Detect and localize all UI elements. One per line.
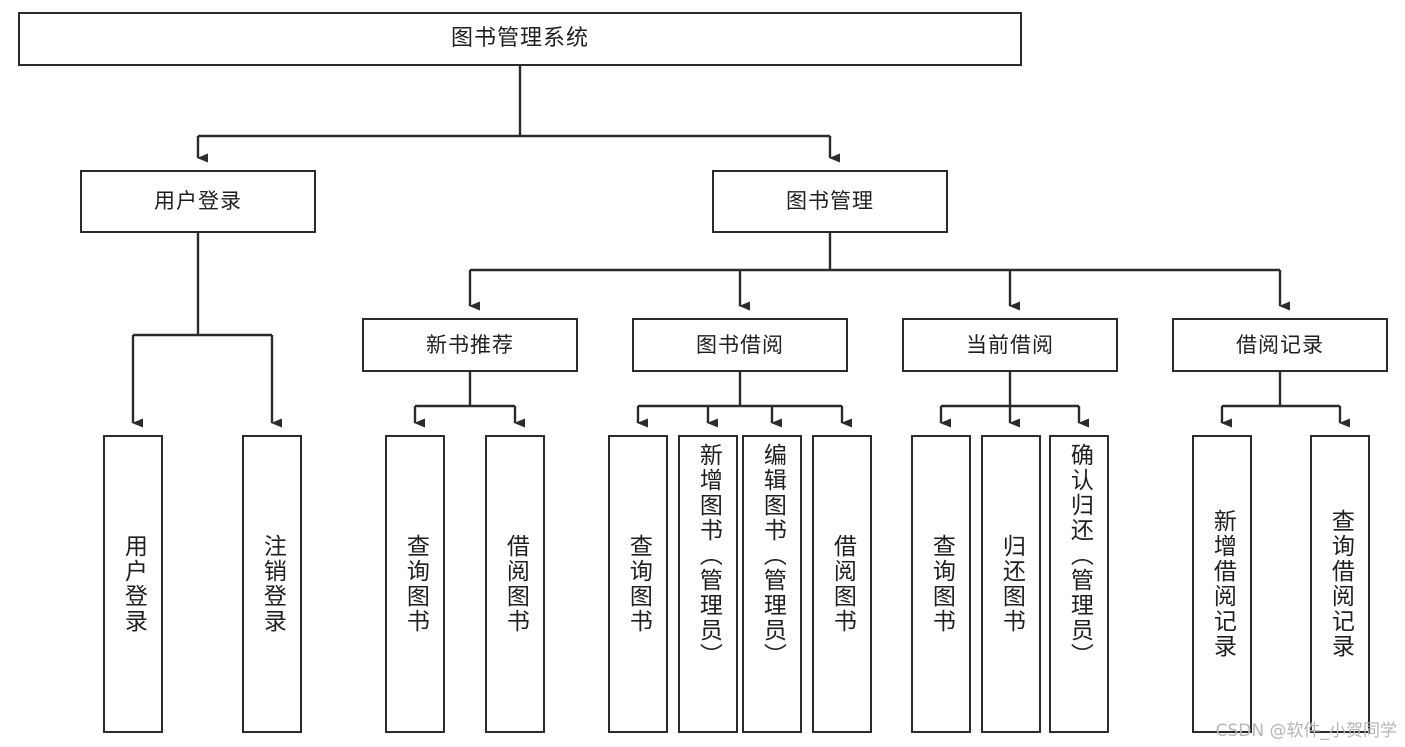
node-label: 借阅图书 xyxy=(502,534,529,634)
node-label: 图书管理系统 xyxy=(450,26,589,52)
leaf-query-book-current[interactable]: 查询图书 xyxy=(911,435,971,733)
node-label: 新增借阅记录 xyxy=(1209,509,1236,659)
leaf-query-book-borrow[interactable]: 查询图书 xyxy=(608,435,668,733)
leaf-logout-login[interactable]: 注销登录 xyxy=(242,435,302,733)
leaf-user-login[interactable]: 用户登录 xyxy=(103,435,163,733)
leaf-borrow-book[interactable]: 借阅图书 xyxy=(812,435,872,733)
node-label: 图书管理 xyxy=(786,189,874,214)
node-label: 借阅图书 xyxy=(829,534,856,634)
node-label: 确认归还（管理员） xyxy=(1066,443,1093,668)
node-new-book-recommend[interactable]: 新书推荐 xyxy=(362,318,578,372)
node-label: 用户登录 xyxy=(120,534,147,634)
node-label: 当前借阅 xyxy=(966,332,1054,357)
leaf-add-borrow-record[interactable]: 新增借阅记录 xyxy=(1192,435,1252,733)
node-borrow-record[interactable]: 借阅记录 xyxy=(1172,318,1388,372)
leaf-borrow-book-recommend[interactable]: 借阅图书 xyxy=(485,435,545,733)
leaf-query-borrow-record[interactable]: 查询借阅记录 xyxy=(1310,435,1370,733)
node-book-management[interactable]: 图书管理 xyxy=(712,170,948,233)
leaf-query-book-recommend[interactable]: 查询图书 xyxy=(385,435,445,733)
node-label: 新增图书（管理员） xyxy=(695,443,722,668)
node-label: 图书借阅 xyxy=(696,332,784,357)
node-label: 查询图书 xyxy=(928,534,955,634)
leaf-edit-book-admin[interactable]: 编辑图书（管理员） xyxy=(742,435,802,733)
leaf-add-book-admin[interactable]: 新增图书（管理员） xyxy=(678,435,738,733)
node-root-system[interactable]: 图书管理系统 xyxy=(18,12,1022,66)
node-label: 注销登录 xyxy=(259,534,286,634)
node-book-borrow[interactable]: 图书借阅 xyxy=(632,318,848,372)
node-label: 用户登录 xyxy=(154,189,242,214)
node-label: 查询图书 xyxy=(625,534,652,634)
leaf-return-book[interactable]: 归还图书 xyxy=(981,435,1041,733)
watermark: CSDN @软件_小贺同学 xyxy=(1215,721,1397,741)
node-user-login[interactable]: 用户登录 xyxy=(80,170,316,233)
leaf-confirm-return-admin[interactable]: 确认归还（管理员） xyxy=(1049,435,1109,733)
node-current-borrow[interactable]: 当前借阅 xyxy=(902,318,1118,372)
node-label: 新书推荐 xyxy=(426,332,514,357)
node-label: 编辑图书（管理员） xyxy=(759,443,786,668)
node-label: 借阅记录 xyxy=(1236,332,1324,357)
node-label: 查询借阅记录 xyxy=(1327,509,1354,659)
node-label: 查询图书 xyxy=(402,534,429,634)
node-label: 归还图书 xyxy=(998,534,1025,634)
